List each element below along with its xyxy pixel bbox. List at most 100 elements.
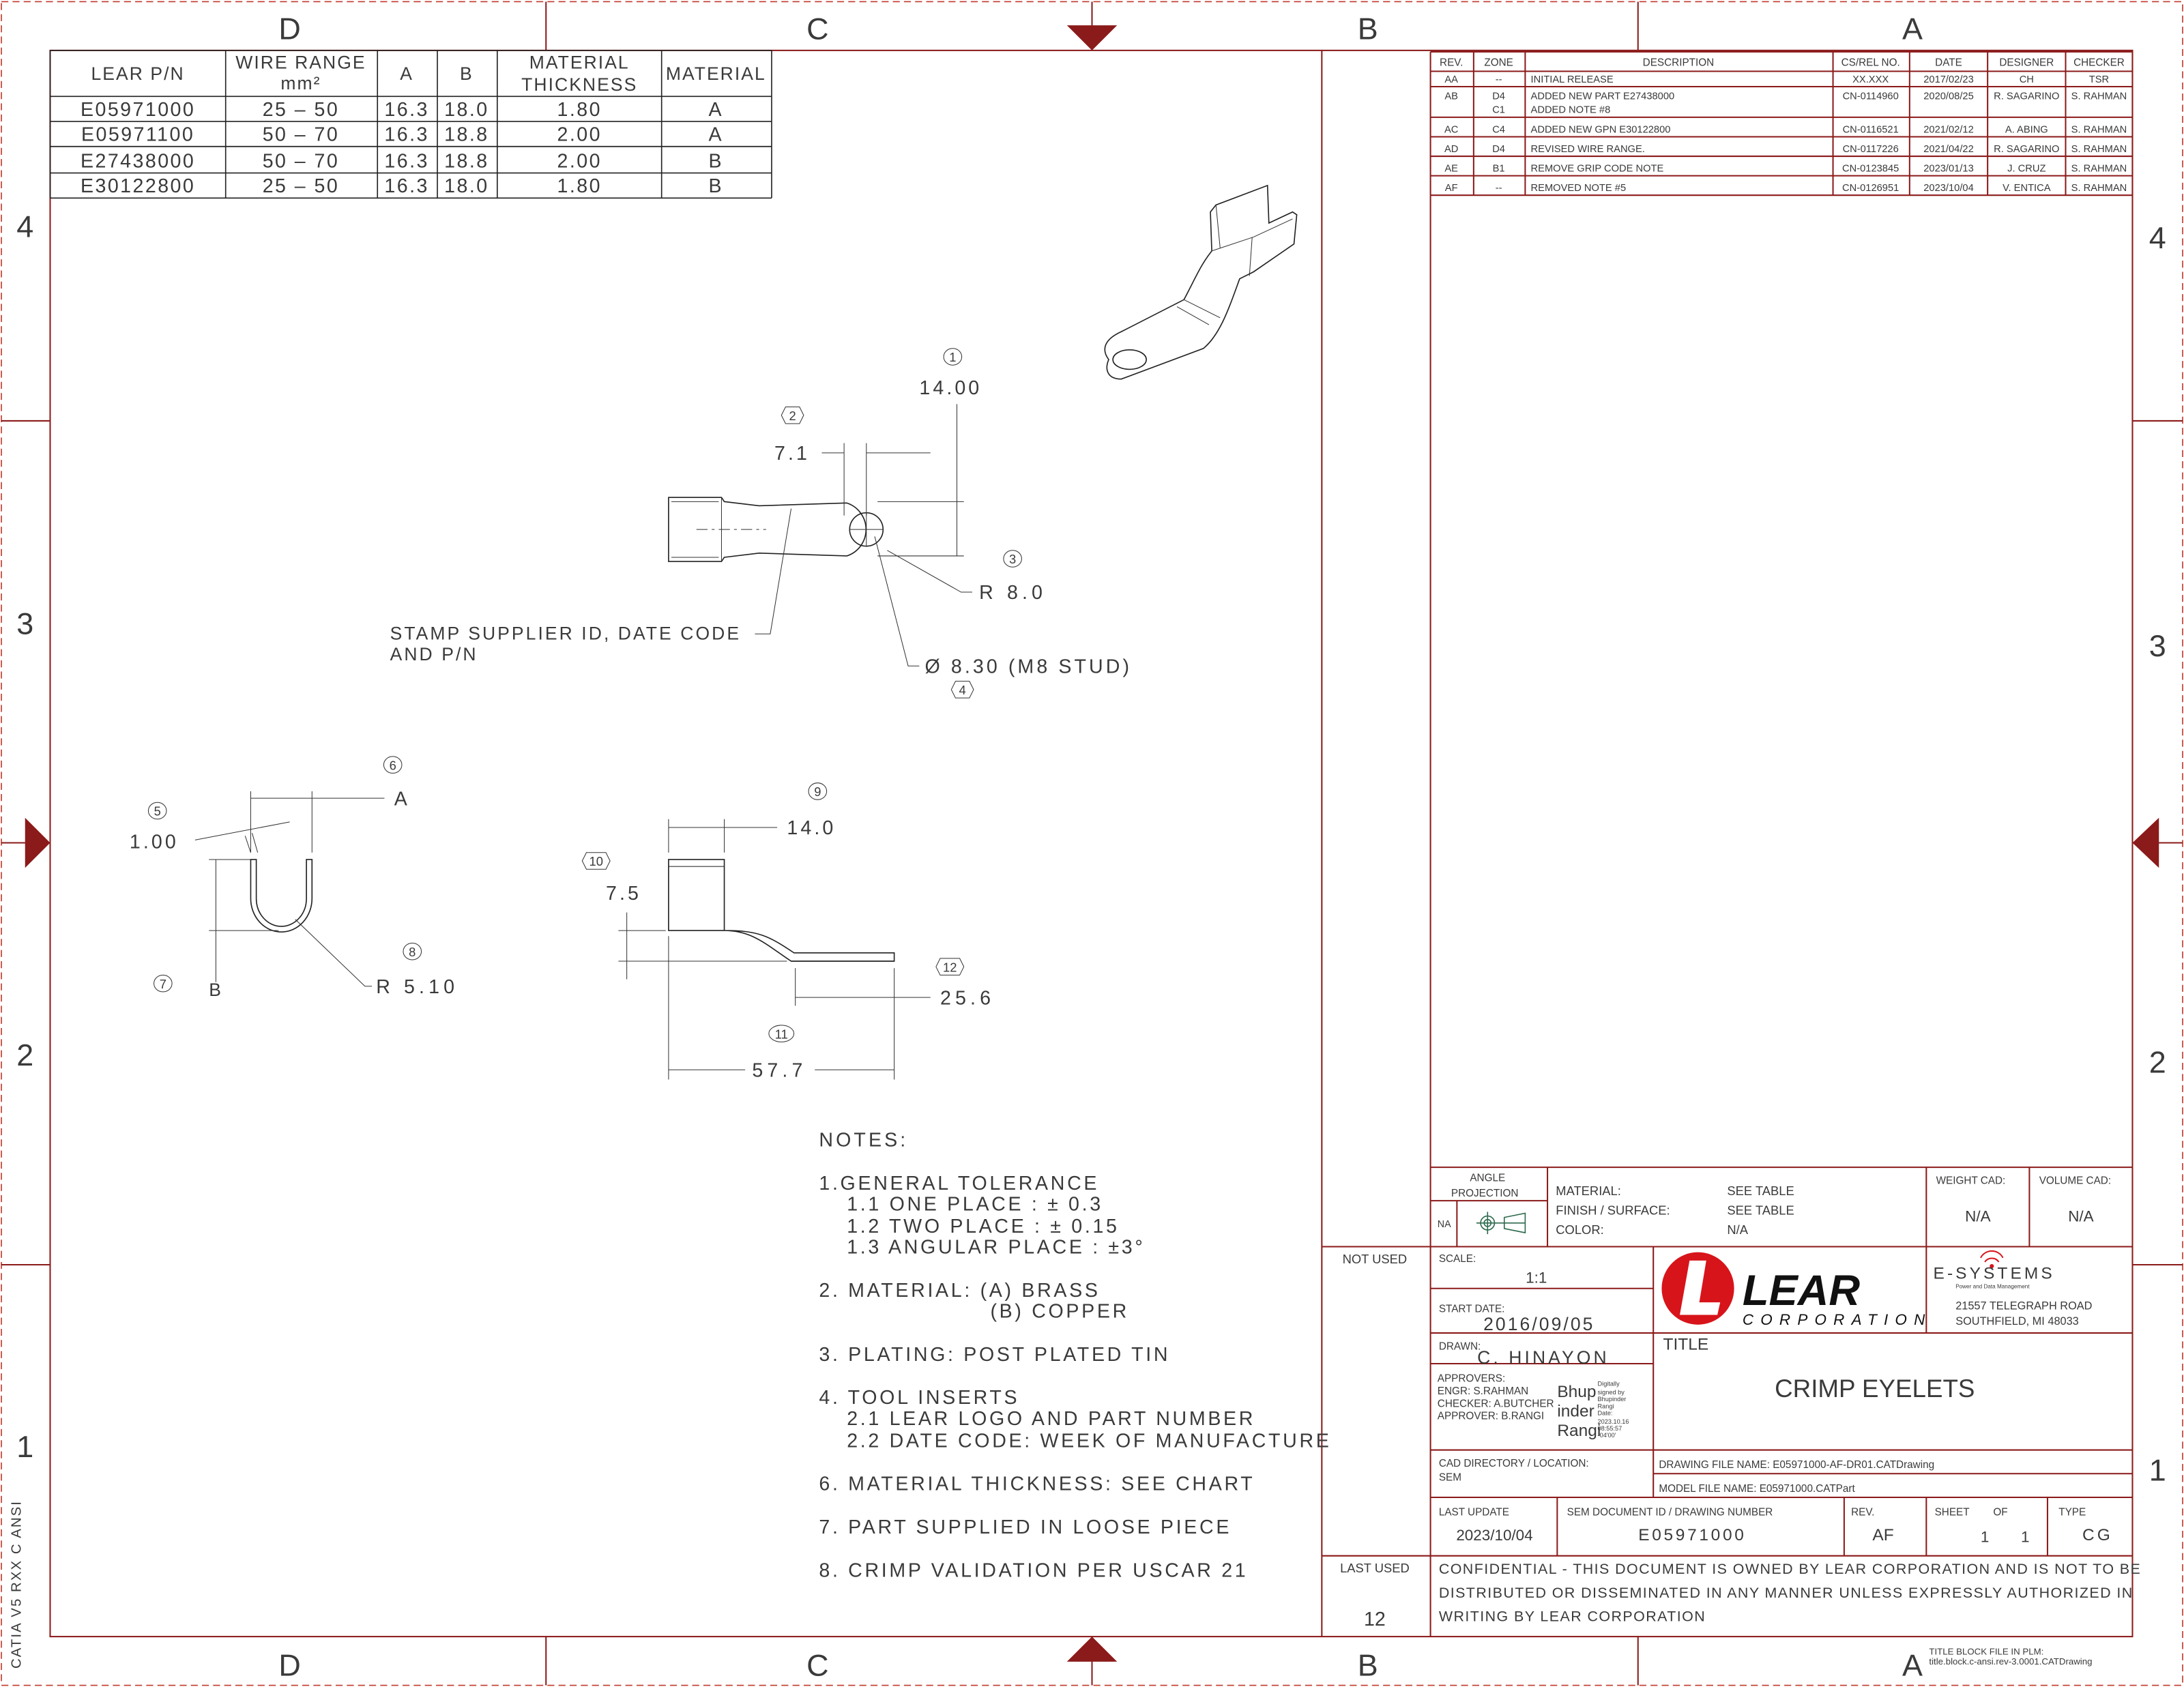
zone-row-label: 3 [16, 606, 33, 641]
zone-row-label: 4 [16, 209, 33, 244]
logo-text: LEAR [1743, 1267, 1861, 1315]
bottom-center-marker [1066, 1637, 1118, 1662]
wifi-icon [1980, 1250, 2004, 1269]
top-center-marker [1066, 25, 1118, 50]
rev-table-cell: D4 [1492, 91, 1505, 102]
last-update-value: 2023/10/04 [1456, 1527, 1532, 1544]
finish-value: SEE TABLE [1727, 1203, 1794, 1218]
dim-a: A [394, 788, 410, 810]
finish-label: FINISH / SURFACE: [1556, 1203, 1670, 1218]
drawing-file-name: DRAWING FILE NAME: E05971000-AF-DR01.CAT… [1659, 1459, 1934, 1471]
balloon-shape [1003, 550, 1022, 568]
dim-7-5: 7.5 [606, 883, 641, 905]
zone-column-label: A [1902, 12, 1923, 46]
rev-table-cell: AD [1444, 144, 1458, 155]
rev-table-cell: S. RAHMAN [2071, 91, 2127, 102]
confidential-notice: WRITING BY LEAR CORPORATION [1439, 1609, 1706, 1625]
confidential-notice: DISTRIBUTED OR DISSEMINATED IN ANY MANNE… [1439, 1585, 2134, 1601]
rev-table-cell: R. SAGARINO [1994, 91, 2059, 102]
document-id-value: E05971000 [1638, 1526, 1746, 1544]
sheet-label: SHEET [1935, 1507, 1970, 1519]
dim-7-1: 7.1 [774, 443, 810, 465]
end-view: A 1.00 B R 5.10 [130, 788, 454, 1000]
angle-projection-symbol [1476, 1212, 1526, 1235]
dim-1-00: 1.00 [130, 832, 179, 853]
rev-table-cell: ADDED NEW PART E27438000 [1531, 91, 1675, 102]
rev-table-cell: REMOVED NOTE #5 [1531, 183, 1627, 194]
balloon-number: 9 [814, 784, 821, 799]
note-line: 8. CRIMP VALIDATION PER USCAR 21 [819, 1559, 1248, 1581]
rev-table-cell: 2023/10/04 [1923, 183, 1974, 194]
rev-table-cell: TSR [2089, 74, 2109, 85]
rev-table-header: DESCRIPTION [1643, 57, 1715, 68]
part-table-cell: A [709, 99, 724, 121]
rev-table-cell: S. RAHMAN [2071, 183, 2127, 194]
lear-logo: LEAR CORPORATION [1661, 1252, 1932, 1328]
angle-projection-label: PROJECTION [1451, 1188, 1519, 1199]
rev-table-cell: CN-0117226 [1843, 144, 1899, 155]
zone-row-label: 2 [16, 1038, 33, 1072]
drawn-value: C. HINAYON [1477, 1347, 1610, 1368]
scale-value: 1:1 [1526, 1270, 1547, 1287]
rev-table-cell: A. ABING [2005, 124, 2048, 135]
cad-directory-value: SEM [1439, 1471, 1461, 1483]
rev-table-cell: CN-0126951 [1842, 183, 1899, 194]
rev-table-cell: 2023/01/13 [1923, 163, 1974, 174]
note-line: 6. MATERIAL THICKNESS: SEE CHART [819, 1473, 1255, 1495]
zone-column-label: D [278, 1647, 300, 1682]
address-line-1: 21557 TELEGRAPH ROAD [1955, 1300, 2092, 1312]
signature: Bhup [1557, 1383, 1596, 1401]
part-table-cell: 18.8 [444, 124, 489, 146]
top-view: 14.00 7.1 R 8.0 Ø 8.30 (M8 STUD) STAMP S… [390, 377, 1129, 677]
note-line: 3. PLATING: POST PLATED TIN [819, 1344, 1170, 1366]
balloon-number: 8 [409, 945, 416, 959]
part-table-cell: E05971000 [81, 99, 195, 121]
rev-table-cell: AF [1445, 183, 1458, 194]
part-table-cell: E27438000 [81, 150, 195, 172]
scale-label: SCALE: [1439, 1253, 1476, 1265]
rev-label: REV. [1851, 1507, 1874, 1519]
dim-b: B [209, 980, 221, 1000]
not-used-label: NOT USED [1343, 1252, 1408, 1266]
logo-subtext: CORPORATION [1743, 1311, 1932, 1328]
last-update-label: LAST UPDATE [1439, 1507, 1509, 1519]
rev-table-cell: AB [1444, 91, 1458, 102]
signature-note: Digitally [1598, 1381, 1620, 1388]
left-center-marker [25, 817, 50, 868]
rev-table-cell: ADDED NOTE #8 [1531, 105, 1611, 116]
part-table-cell: E05971100 [81, 124, 194, 146]
part-table-header: mm² [280, 73, 321, 93]
rev-table-header: DATE [1935, 57, 1962, 68]
model-file-name: MODEL FILE NAME: E05971000.CATPart [1659, 1483, 1855, 1495]
rev-table-cell: D4 [1492, 144, 1505, 155]
rev-table-cell: AC [1444, 124, 1459, 135]
balloon-shape [950, 681, 974, 699]
rev-value: AF [1872, 1526, 1893, 1544]
balloon-shape [147, 802, 167, 820]
rev-table-cell: CH [2020, 74, 2034, 85]
last-used-value: 12 [1364, 1609, 1386, 1630]
sheet-value: 1 [1981, 1528, 1989, 1545]
note-line: 4. TOOL INSERTS [819, 1387, 1019, 1409]
balloon-number: 7 [160, 977, 166, 991]
angle-projection-label: ANGLE [1470, 1173, 1505, 1184]
dim-57-7: 57.7 [752, 1059, 806, 1081]
part-table-cell: 18.0 [444, 175, 489, 197]
plm-file: title.block.c-ansi.rev-3.0001.CATDrawing [1929, 1656, 2092, 1667]
na-label: NA [1438, 1219, 1451, 1230]
rev-table-cell: 2020/08/25 [1923, 91, 1974, 102]
zone-column-label: D [278, 12, 300, 46]
part-table-cell: B [709, 150, 724, 172]
balloon-number: 10 [589, 854, 603, 868]
balloon-number: 5 [154, 804, 161, 819]
part-table-header: A [400, 63, 413, 84]
rev-table-cell: S. RAHMAN [2071, 163, 2127, 174]
right-center-marker [2132, 817, 2159, 868]
sheet-total: 1 [2021, 1528, 2029, 1545]
note-line: 7. PART SUPPLIED IN LOOSE PIECE [819, 1516, 1232, 1538]
part-table-cell: 16.3 [384, 124, 428, 146]
